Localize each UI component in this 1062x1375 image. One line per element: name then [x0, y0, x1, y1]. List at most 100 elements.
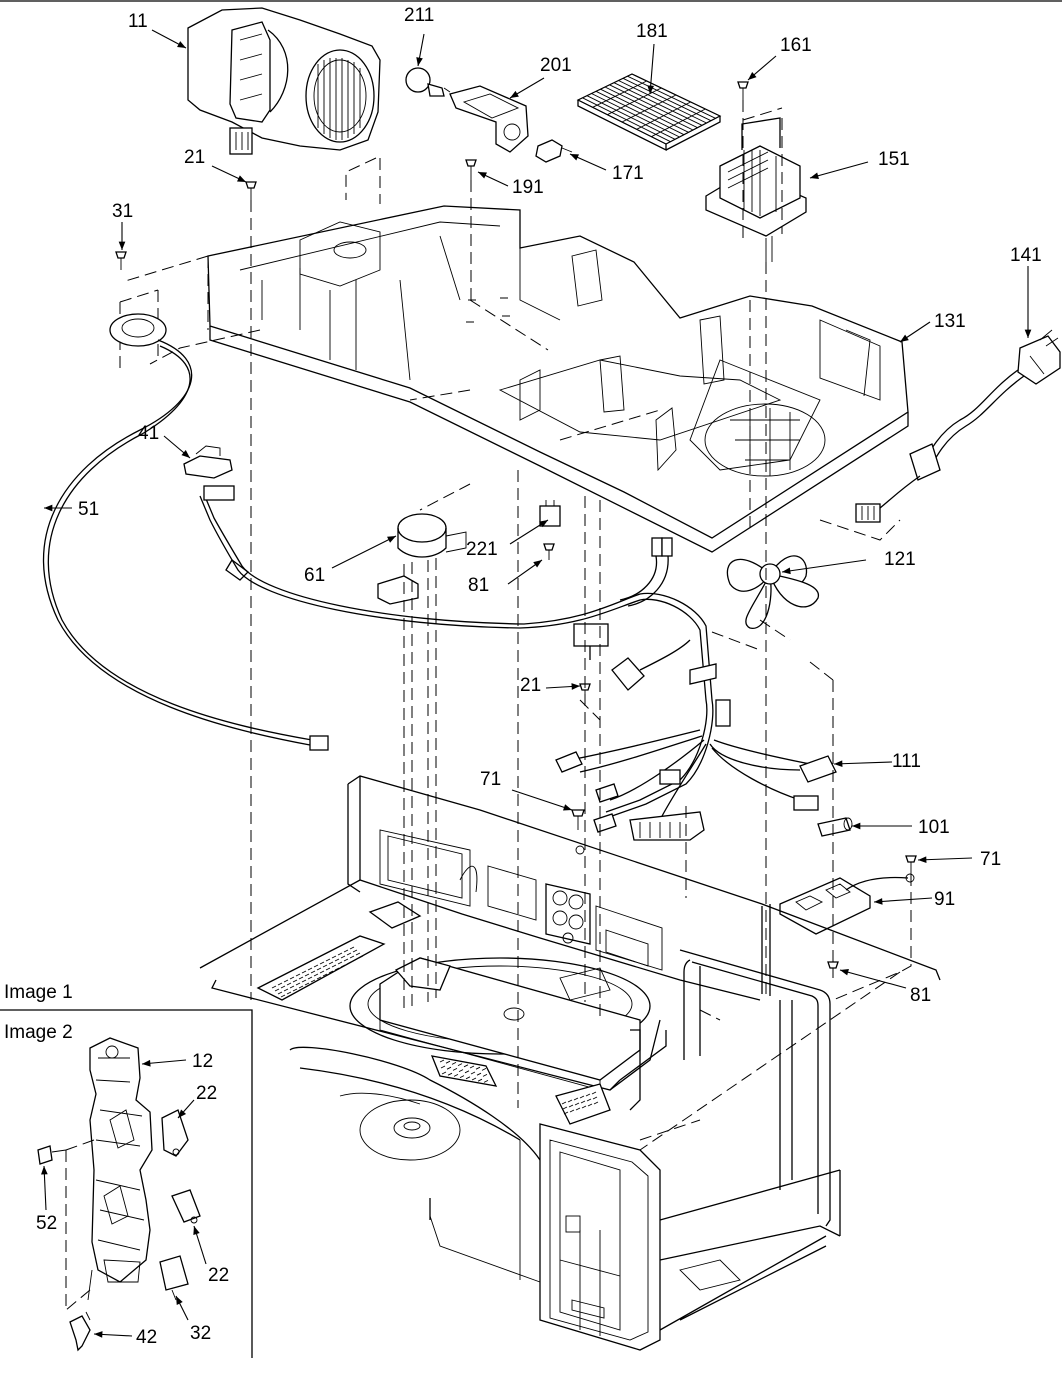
hatch-line — [283, 988, 289, 992]
callout-161: 161 — [780, 35, 812, 56]
callout-191: 191 — [512, 177, 544, 198]
callout-111: 111 — [892, 751, 921, 772]
callout-22-upper: 22 — [196, 1083, 218, 1104]
callout-51: 51 — [78, 499, 100, 520]
hatch-line — [307, 976, 313, 980]
hatch-line — [458, 1069, 464, 1073]
hatch-line — [340, 964, 346, 968]
hatch-line — [295, 982, 301, 986]
part-171-connector — [535, 139, 573, 163]
arrowhead — [647, 85, 654, 94]
hatch-line — [561, 1101, 567, 1105]
alignment-lines — [121, 100, 912, 1151]
hatch-line — [343, 949, 349, 953]
callout-121: 121 — [884, 549, 916, 570]
hatch-line — [573, 1097, 579, 1101]
hatch-line — [325, 967, 331, 971]
part-61-capacitor — [377, 513, 467, 605]
hatch-line — [469, 1065, 475, 1069]
part-141-power-cord — [855, 329, 1061, 523]
hatch-line — [319, 961, 325, 965]
part-41-thermal-cutout — [183, 445, 233, 479]
hatch-line — [459, 1075, 465, 1079]
part-111-main-harness — [199, 485, 837, 841]
callout-91: 91 — [934, 889, 956, 910]
arrowhead — [782, 567, 791, 575]
arrowhead — [176, 1296, 183, 1305]
hatch-line — [464, 1070, 470, 1074]
arrowhead — [478, 172, 487, 179]
arrowhead — [118, 241, 126, 250]
image-1-label: Image 1 — [4, 982, 73, 1003]
hatch-line — [289, 985, 295, 989]
arrowhead — [570, 154, 579, 161]
hatch-line — [274, 988, 280, 992]
arrowhead — [181, 450, 190, 458]
part-91-circuit-board — [779, 873, 915, 935]
hatch-line — [562, 1106, 568, 1110]
arrowhead — [1024, 329, 1032, 338]
hatch-line — [286, 982, 292, 986]
callout-201: 201 — [540, 55, 572, 76]
hatch-line — [289, 976, 295, 980]
arrowhead — [748, 72, 757, 80]
callout-22-lower: 22 — [208, 1265, 230, 1286]
hatch-line — [277, 991, 283, 995]
arrowhead — [416, 57, 423, 66]
callout-221: 221 — [466, 539, 498, 560]
hatch-line — [586, 1098, 592, 1102]
arrowhead — [539, 520, 548, 528]
part-11-blower — [187, 7, 381, 155]
hatch-line — [331, 964, 337, 968]
hatch-line — [313, 973, 319, 977]
hatch-line — [591, 1091, 597, 1095]
hatch-line — [280, 985, 286, 989]
arrowhead — [852, 822, 861, 830]
hatch-line — [298, 985, 304, 989]
hatch-line — [328, 970, 334, 974]
hatch-line — [322, 964, 328, 968]
arrowhead — [237, 175, 246, 182]
part-121-fan-blade — [726, 555, 820, 629]
hatch-line — [579, 1095, 585, 1099]
hatch-line — [316, 976, 322, 980]
hatch-line — [593, 1101, 599, 1105]
hatch-line — [476, 1072, 482, 1076]
image-2-label: Image 2 — [4, 1022, 73, 1043]
hatch-line — [585, 1093, 591, 1097]
hatch-line — [349, 955, 355, 959]
hatch-line — [301, 970, 307, 974]
callout-41: 41 — [138, 423, 160, 444]
arrowhead — [178, 1109, 187, 1118]
callout-71-right: 71 — [980, 849, 1002, 870]
callout-31: 31 — [112, 201, 134, 222]
callout-211: 211 — [404, 5, 435, 26]
callout-141: 141 — [1010, 245, 1042, 266]
hatch-line — [465, 1076, 471, 1080]
hatch-line — [457, 1063, 463, 1067]
hatch-line — [352, 958, 358, 962]
inset-frame — [0, 1009, 253, 1358]
hatch-line — [592, 1096, 598, 1100]
hatch-line — [607, 87, 662, 116]
callout-171: 171 — [612, 163, 644, 184]
hatch-line — [325, 958, 331, 962]
arrowhead — [94, 1331, 103, 1338]
hatch-line — [447, 1072, 453, 1076]
hatch-line — [587, 1103, 593, 1107]
hatch-line — [483, 1079, 489, 1083]
hatch-line — [286, 991, 292, 995]
hatch-line — [481, 1067, 487, 1071]
arrowhead — [177, 41, 186, 48]
hatch-line — [346, 952, 352, 956]
hatch-line — [446, 1066, 452, 1070]
hatch-line — [319, 970, 325, 974]
inset-parts — [37, 1037, 201, 1352]
hatch-line — [331, 955, 337, 959]
part-201-socket-plate — [449, 85, 529, 153]
callout-151: 151 — [878, 149, 910, 170]
hatch-line — [280, 994, 286, 998]
callout-21-mid: 21 — [520, 675, 542, 696]
hatch-line — [334, 967, 340, 971]
